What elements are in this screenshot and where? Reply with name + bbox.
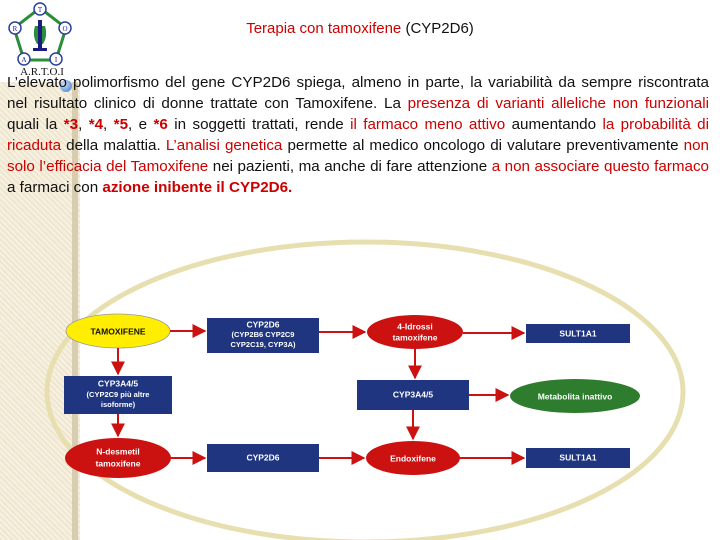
para-text: a farmaci con bbox=[7, 179, 103, 196]
node-tamoxifene-label: TAMOXIFENE bbox=[90, 326, 145, 336]
node-cyp2d6-top-label-2: (CYP2B6 CYP2C9 bbox=[232, 330, 295, 339]
logo-letter-i: I bbox=[55, 56, 58, 64]
node-cyp2d6-top-label-3: CYP2C19, CYP3A) bbox=[230, 340, 296, 349]
node-4-idrossi bbox=[367, 315, 463, 349]
node-4-idrossi-label-2: tamoxifene bbox=[393, 332, 438, 342]
node-cyp2d6-bottom bbox=[207, 444, 319, 472]
para-highlight: azione inibente il CYP2D6. bbox=[102, 179, 293, 196]
node-n-desmetil-label-2: tamoxifene bbox=[96, 458, 141, 468]
node-sult1a1-bottom-label: SULT1A1 bbox=[559, 452, 596, 462]
allele-label: *5 bbox=[113, 116, 129, 133]
node-sult1a1-bottom bbox=[526, 448, 630, 468]
para-text: quali la bbox=[7, 116, 64, 133]
logo-letter-a: A bbox=[21, 56, 26, 64]
body-paragraph: L’elevato polimorfismo del gene CYP2D6 s… bbox=[7, 72, 709, 198]
node-n-desmetil-label-1: N-desmetil bbox=[96, 446, 139, 456]
para-highlight: L’analisi genetica bbox=[165, 137, 283, 154]
node-cyp3a45-left bbox=[64, 376, 172, 414]
para-text: , bbox=[103, 116, 114, 133]
page-title: Terapia con tamoxifene (CYP2D6) bbox=[0, 20, 720, 37]
artoi-logo: T R O A I A.R.T.O.I bbox=[0, 0, 80, 82]
para-text: nei pazienti, ma anche di fare attenzion… bbox=[208, 158, 492, 175]
node-metabolita-inattivo bbox=[510, 379, 640, 413]
para-text: aumentando bbox=[505, 116, 603, 133]
para-highlight: presenza di varianti alleliche non funzi… bbox=[407, 95, 709, 112]
logo-emblem-icon: T R O A I bbox=[8, 2, 72, 66]
title-sub: (CYP2D6) bbox=[405, 20, 474, 37]
para-text: , e bbox=[128, 116, 154, 133]
node-endoxifene-label: Endoxifene bbox=[390, 453, 436, 463]
node-4-idrossi-label-1: 4-Idrossi bbox=[397, 321, 432, 331]
node-cyp2d6-top bbox=[207, 318, 319, 353]
node-metabolita-inattivo-label: Metabolita inattivo bbox=[538, 391, 613, 401]
title-main: Terapia con tamoxifene bbox=[246, 20, 402, 37]
node-sult1a1-top bbox=[526, 324, 630, 343]
node-cyp2d6-bottom-label: CYP2D6 bbox=[246, 452, 279, 462]
side-bar-edge bbox=[72, 0, 78, 540]
logo-letter-r: R bbox=[13, 25, 18, 33]
node-cyp2d6-top-label-1: CYP2D6 bbox=[246, 319, 279, 329]
para-highlight: non solo l’efficacia del Tamoxifene bbox=[7, 137, 709, 175]
bullet-dot-icon bbox=[60, 80, 72, 92]
node-cyp3a45-left-label-3: isoforme) bbox=[101, 400, 136, 409]
diagram-outline-ellipse bbox=[44, 239, 686, 540]
node-cyp3a45-mid-label: CYP3A4/5 bbox=[393, 389, 433, 399]
node-sult1a1-top-label: SULT1A1 bbox=[559, 328, 596, 338]
para-text: in soggetti trattati, rende bbox=[167, 116, 351, 133]
node-cyp3a45-left-label-1: CYP3A4/5 bbox=[98, 378, 138, 388]
para-highlight: a non associare questo farmaco bbox=[491, 158, 709, 175]
allele-label: *4 bbox=[88, 116, 104, 133]
node-endoxifene bbox=[366, 441, 460, 475]
allele-label: *6 bbox=[153, 116, 168, 133]
node-cyp3a45-mid bbox=[357, 380, 469, 410]
para-text: della malattia. bbox=[61, 137, 166, 154]
node-cyp3a45-left-label-2: (CYP2C9 più altre bbox=[87, 390, 150, 399]
para-highlight: la probabilità di ricaduta bbox=[7, 116, 709, 154]
para-text: L’elevato polimorfismo del gene CYP2D6 s… bbox=[7, 74, 709, 112]
para-text: , bbox=[78, 116, 89, 133]
node-n-desmetil bbox=[65, 438, 171, 478]
para-highlight: il farmaco meno attivo bbox=[350, 116, 506, 133]
logo-letter-t: T bbox=[38, 6, 43, 14]
logo-caption: A.R.T.O.I bbox=[20, 66, 64, 78]
logo-letter-o: O bbox=[62, 25, 67, 33]
allele-label: *3 bbox=[63, 116, 79, 133]
para-text: permette al medico oncologo di valutare … bbox=[282, 137, 684, 154]
